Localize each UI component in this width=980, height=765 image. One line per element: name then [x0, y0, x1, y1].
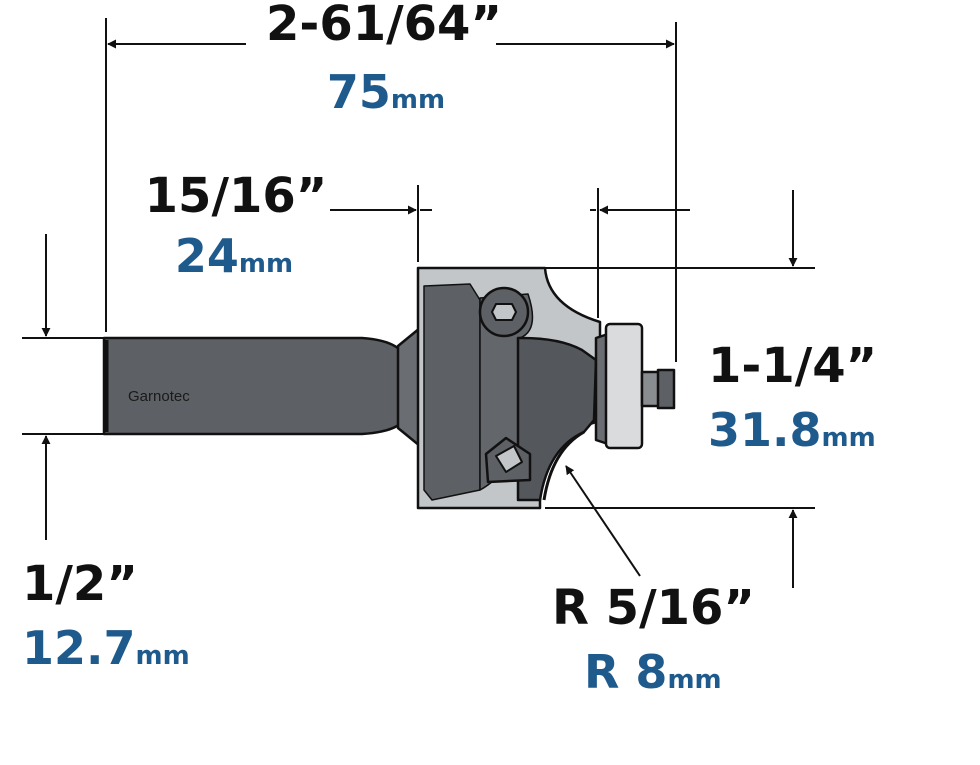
cutting-diameter-metric-label: 31.8mm: [708, 403, 876, 457]
extension-lines: [22, 18, 815, 509]
top-screw-socket-icon: [491, 303, 517, 321]
shank-neck: [396, 326, 422, 448]
bottom-screw-socket-icon: [495, 445, 523, 473]
cutting-diameter-metric-value: 31.8: [708, 403, 822, 457]
radius-profile: [542, 430, 585, 501]
router-bit: [102, 266, 676, 510]
cutting-diameter-metric-unit: mm: [822, 423, 876, 453]
shank-diameter-metric-value: 12.7: [22, 621, 136, 675]
bearing-screw-head: [656, 368, 676, 410]
shank-diameter-imperial-label: 1/2”: [22, 556, 138, 612]
overall-length-metric-label: 75mm: [327, 65, 445, 119]
cutting-length-metric-unit: mm: [239, 249, 293, 279]
shank: [102, 336, 402, 436]
radius-leader-arrow: [565, 465, 641, 577]
radius-metric-label: R 8mm: [584, 645, 722, 699]
cutting-length-metric-value: 24: [175, 229, 239, 283]
shank-diameter-metric-unit: mm: [136, 641, 190, 671]
overall-length-metric-unit: mm: [391, 85, 445, 115]
dimension-lines: [41, 39, 798, 588]
shank-diameter-metric-label: 12.7mm: [22, 621, 190, 675]
overall-length-metric-value: 75: [327, 65, 391, 119]
cutter-core: [423, 283, 481, 501]
overall-length-imperial-label: 2-61/64”: [266, 0, 502, 52]
cutting-length-metric-label: 24mm: [175, 229, 293, 283]
brand-label: Garnotec: [128, 388, 190, 405]
cutting-diameter-imperial-label: 1-1/4”: [708, 338, 877, 394]
radius-imperial-label: R 5/16”: [552, 580, 755, 636]
guide-bearing: [604, 322, 644, 450]
cutting-length-imperial-label: 15/16”: [145, 168, 328, 224]
radius-metric-value: R 8: [584, 645, 667, 699]
radius-metric-unit: mm: [667, 665, 721, 695]
